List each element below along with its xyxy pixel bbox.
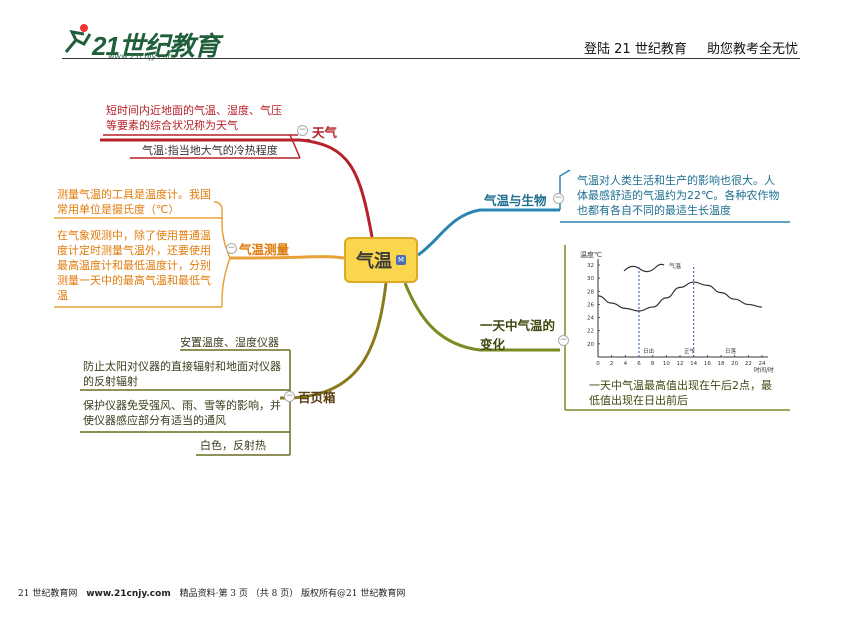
daily-item-1: 一天中气温最高值出现在午后2点，最低值出现在日出前后 xyxy=(589,379,772,407)
footer-copyright: 精品资料·第 3 页 （共 8 页） 版权所有@21 世纪教育网 xyxy=(179,589,406,599)
chart-y-tick-label: 20 xyxy=(587,342,594,348)
weather-item-1: 短时间内近地面的气温、湿度、气压等要素的综合状况称为天气 xyxy=(106,104,282,132)
collapse-weather-icon[interactable]: − xyxy=(297,125,308,136)
chart-y-tick-label: 28 xyxy=(587,289,594,295)
chart-x-tick-label: 2 xyxy=(610,361,614,367)
chart-x-tick-label: 20 xyxy=(731,361,738,367)
collapse-daily-icon[interactable]: − xyxy=(558,335,569,346)
site-logo-url: www.21cnjy.com xyxy=(108,52,176,61)
map-badge-icon: M xyxy=(396,255,406,265)
chart-legend-label: 气温 xyxy=(669,262,681,270)
shutter-item-4: 白色，反射热 xyxy=(200,439,266,452)
header-slogan-tagline: 助您教考全无忧 xyxy=(706,42,798,57)
chart-x-tick-label: 24 xyxy=(759,361,766,367)
header-divider xyxy=(62,58,800,59)
collapse-measure-icon[interactable]: − xyxy=(226,243,237,254)
chart-x-tick-label: 4 xyxy=(624,361,628,367)
footer-url[interactable]: www.21cnjy.com xyxy=(86,589,171,599)
footer-site: 21 世纪教育网 xyxy=(18,589,78,599)
chart-ylabel: 温度℃ xyxy=(580,250,602,259)
runner-logo-icon xyxy=(64,24,92,53)
collapse-shutter-icon[interactable]: − xyxy=(284,391,295,402)
chart-x-tick-label: 6 xyxy=(637,361,641,367)
chart-x-tick-label: 22 xyxy=(745,361,752,367)
branch-daily[interactable]: 一天中气温的变化 xyxy=(480,318,556,352)
header-slogan: 登陆 21 世纪教育 助您教考全无忧 xyxy=(574,38,798,57)
chart-annotation: 正午 xyxy=(684,347,696,355)
chart-x-tick-label: 0 xyxy=(596,361,600,367)
center-node[interactable]: 气温 M xyxy=(344,237,418,283)
measure-item-2: 在气象观测中，除了使用普通温度计定时测量气温外，还要使用最高温度计和最低温度计，… xyxy=(57,229,211,302)
chart-y-tick-label: 26 xyxy=(587,302,594,308)
shutter-item-1: 安置温度、湿度仪器 xyxy=(180,336,279,349)
chart-legend-swatch xyxy=(623,263,665,273)
branch-measure[interactable]: 气温测量 xyxy=(239,242,290,257)
chart-x-tick-label: 16 xyxy=(704,361,711,367)
chart-xlabel: 时间/时 xyxy=(754,366,774,374)
shutter-item-3: 保护仪器免受强风、雨、雪等的影响，并使仪器感应部分有适当的通风 xyxy=(83,399,281,427)
center-node-label: 气温 xyxy=(356,251,392,272)
chart-x-tick-label: 12 xyxy=(677,361,684,367)
chart-annotation: 日落 xyxy=(725,347,737,355)
chart-y-tick-label: 22 xyxy=(587,329,594,335)
chart-y-tick-label: 30 xyxy=(587,276,594,282)
branch-life[interactable]: 气温与生物 xyxy=(484,193,547,208)
branch-shutter[interactable]: 百页箱 xyxy=(298,390,336,405)
chart-x-tick-label: 10 xyxy=(663,361,670,367)
life-item-1: 气温对人类生活和生产的影响也很大。人体最感舒适的气温约为22℃。各种农作物也都有… xyxy=(577,174,780,217)
chart-x-tick-label: 14 xyxy=(690,361,697,367)
header-slogan-login: 登陆 21 世纪教育 xyxy=(584,42,687,57)
chart-y-tick-label: 32 xyxy=(587,263,594,269)
chart-x-tick-label: 18 xyxy=(718,361,725,367)
chart-y-tick-label: 24 xyxy=(587,316,594,322)
site-logo[interactable]: 21世纪教育 xyxy=(92,31,220,61)
measure-item-1: 测量气温的工具是温度计。我国常用单位是摄氏度（℃） xyxy=(57,188,211,216)
chart-annotation: 日出 xyxy=(643,347,654,355)
shutter-item-2: 防止太阳对仪器的直接辐射和地面对仪器的反射辐射 xyxy=(83,360,281,388)
branch-weather[interactable]: 天气 xyxy=(312,125,338,140)
chart-x-tick-label: 8 xyxy=(651,361,655,367)
chart-series-line xyxy=(597,281,763,312)
collapse-life-icon[interactable]: − xyxy=(553,193,564,204)
weather-item-2: 气温:指当地大气的冷热程度 xyxy=(142,144,278,157)
page-footer: 21 世纪教育网 www.21cnjy.com 精品资料·第 3 页 （共 8 … xyxy=(18,586,405,599)
